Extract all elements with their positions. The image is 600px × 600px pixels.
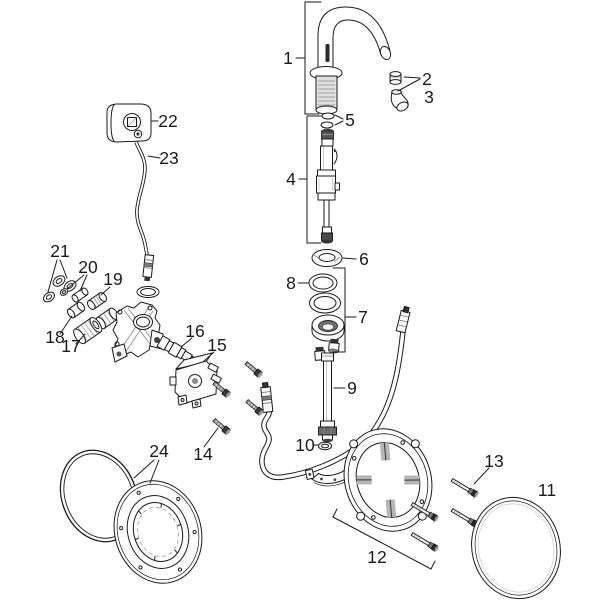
bushing-20b [71,287,89,303]
leader-23 [147,155,161,159]
leader-5a [334,114,344,120]
callout-23: 23 [159,148,178,168]
callout-11: 11 [538,480,556,500]
part-threaded-collar-7 [311,314,345,342]
callout-2: 2 [422,69,432,89]
callout-3: 3 [424,87,434,107]
callout-7: 7 [358,307,368,327]
callout-1: 1 [283,48,293,68]
leader-20a [66,274,85,290]
leader-19 [100,286,111,296]
bracket-12 [332,508,436,570]
part-small-parts-17-21 [43,275,120,345]
washer-20a [59,288,69,296]
leader-24b [149,459,160,484]
long-screw-icon [410,532,439,552]
callout-10: 10 [295,435,315,455]
callout-19: 19 [103,269,122,289]
part-cable-23 [134,141,155,282]
part-screws-14 [212,361,264,435]
part-washers-5 [320,112,335,129]
part-mounting-plate-12 [343,428,433,532]
part-spout-assembly [309,6,392,115]
o-ring-21c [43,291,55,303]
callout-18: 18 [45,327,64,347]
leader-15 [202,351,215,363]
knurled-nut-19 [86,292,108,310]
part-o-ring-mid [309,292,341,314]
leader-24a [133,459,155,479]
callout-4: 4 [286,169,296,189]
part-escutcheon-24 [113,480,203,584]
part-cartridge-assembly [316,128,340,244]
leader-13 [473,467,490,485]
leader-21a [47,259,58,293]
leader-5b [334,120,344,126]
callout-21: 21 [50,241,69,261]
hose-fitting-icon [395,305,411,334]
callout-22: 22 [158,111,177,131]
part-aerator-insert [389,71,402,85]
part-screws-13 [410,478,479,552]
o-ring-21a [52,275,66,287]
part-cover-plate-11 [471,496,561,600]
part-o-ring-8 [308,273,338,293]
part-outlet-pipe-9 [318,352,337,443]
screw-icon [245,399,264,416]
long-screw-icon [450,478,479,498]
knurled-cylinder-17 [73,317,103,345]
callout-20: 20 [78,257,98,277]
screw-icon [212,418,231,435]
bushing-18 [66,301,86,319]
leader-14 [203,427,219,448]
long-screw-icon [410,502,439,522]
part-valve-body [111,286,164,363]
leader-17 [75,333,86,345]
callouts: 1 2 3 4 5 6 7 8 9 10 11 12 13 14 15 16 1… [45,1,556,570]
callout-5: 5 [345,110,355,130]
callout-12: 12 [367,547,386,567]
callout-9: 9 [347,378,357,398]
leader-18 [59,315,73,335]
callout-24: 24 [149,441,169,461]
callout-13: 13 [484,451,503,471]
leader-20b [79,274,88,292]
leader-6 [342,257,357,260]
part-seal-ring-6 [311,249,343,267]
hose-connector-icon [260,381,274,413]
bracket-7 [332,267,346,353]
callout-16: 16 [185,321,204,341]
leader-2a [403,76,421,79]
part-aerator-elbow [390,89,409,112]
callout-6: 6 [359,249,369,269]
callout-15: 15 [207,335,226,355]
callout-8: 8 [286,273,296,293]
cable-connector-icon [142,254,155,282]
leader-21b [59,259,68,279]
callout-14: 14 [193,444,213,464]
leader-2b [397,78,421,92]
leader-16 [180,337,193,348]
screw-icon [212,381,231,398]
part-control-box-22 [106,103,152,143]
screw-icon [244,361,263,378]
part-washer-10 [318,441,332,451]
callout-17: 17 [61,336,80,356]
part-solenoid-valve-15 [169,352,222,409]
